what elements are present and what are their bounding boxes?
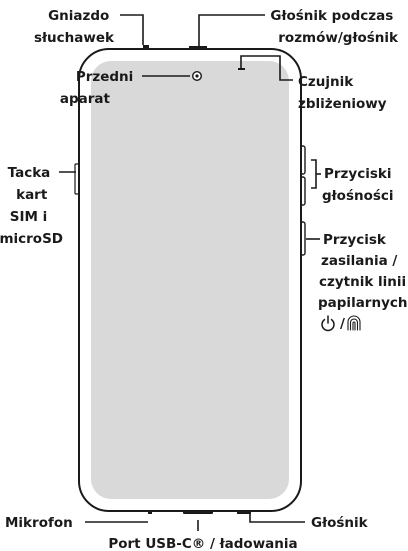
top-speaker-slot xyxy=(189,46,207,49)
label-microphone: Mikrofon xyxy=(5,515,73,531)
label-power-button-line-2: zasilania / xyxy=(321,253,397,269)
label-bottom-speaker: Głośnik xyxy=(311,515,369,531)
bottom-speaker-grille xyxy=(237,511,251,514)
label-proximity-sensor-line-1: Czujnik xyxy=(298,74,354,90)
label-power-button-separator: / xyxy=(340,316,345,332)
fingerprint-icon xyxy=(347,315,361,331)
label-front-camera-line-2: aparat xyxy=(60,91,111,107)
label-headphone-jack-line-2: słuchawek xyxy=(34,30,115,46)
leader-lines xyxy=(59,14,321,531)
label-volume-buttons-line-1: Przyciski xyxy=(324,166,391,182)
label-power-button: Przycisk zasilania / czytnik linii papil… xyxy=(318,232,408,311)
label-sim-tray-line-1: Tacka xyxy=(8,165,51,181)
microphone-hole xyxy=(148,511,152,514)
label-sim-tray-line-3: SIM i xyxy=(10,209,48,225)
label-proximity-sensor-line-2: zbliżeniowy xyxy=(298,96,387,112)
label-earpiece-speaker-line-1: Głośnik podczas xyxy=(270,8,393,24)
power-icon xyxy=(321,315,335,332)
label-headphone-jack: Gniazdo słuchawek xyxy=(34,8,115,46)
label-earpiece-speaker: Głośnik podczas rozmów/głośnik xyxy=(270,8,399,46)
front-camera xyxy=(191,70,202,81)
label-sim-tray-line-2: kart xyxy=(16,187,48,203)
label-volume-buttons: Przyciski głośności xyxy=(322,166,396,204)
label-earpiece-speaker-line-2: rozmów/głośnik xyxy=(278,30,399,46)
label-proximity-sensor: Czujnik zbliżeniowy xyxy=(298,74,387,112)
label-sim-tray-line-4: microSD xyxy=(0,231,63,247)
proximity-sensor xyxy=(238,68,245,70)
headphone-jack xyxy=(143,45,149,49)
usb-port xyxy=(183,511,213,514)
label-sim-tray: Tacka kart SIM i microSD xyxy=(0,165,63,247)
label-headphone-jack-line-1: Gniazdo xyxy=(48,8,109,24)
label-volume-buttons-line-2: głośności xyxy=(322,188,394,204)
label-power-button-line-3: czytnik linii xyxy=(319,274,406,290)
label-power-button-line-1: Przycisk xyxy=(323,232,387,248)
phone-screen xyxy=(91,61,289,499)
label-power-button-line-4: papilarnych xyxy=(318,295,407,311)
label-front-camera: Przedni aparat xyxy=(60,69,138,107)
label-front-camera-line-1: Przedni xyxy=(76,69,133,85)
label-usb-port: Port USB-C® / ładowania xyxy=(108,536,297,551)
